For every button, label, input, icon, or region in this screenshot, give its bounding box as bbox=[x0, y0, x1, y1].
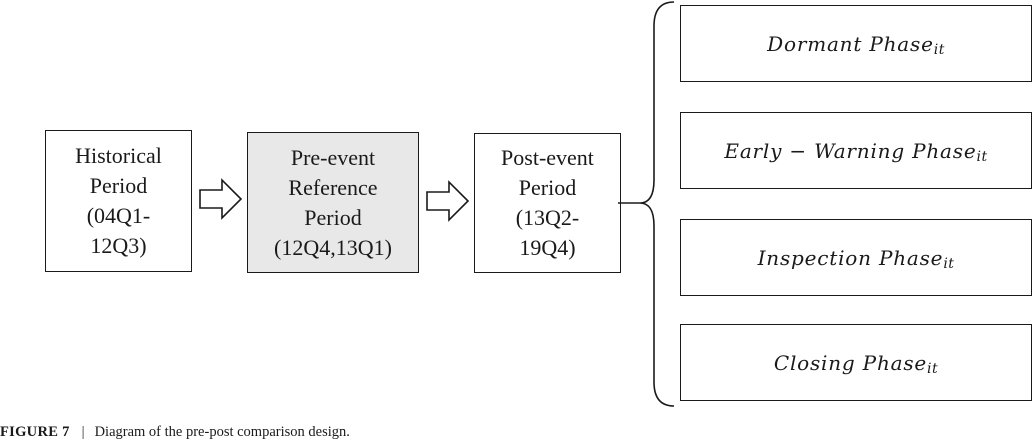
pre-event-reference-period-box: Pre-event Reference Period (12Q4,13Q1) bbox=[247, 132, 419, 273]
historical-period-line-4: 12Q3) bbox=[90, 233, 147, 258]
post-event-line-1: Post-event bbox=[501, 145, 594, 170]
pre-event-line-1: Pre-event bbox=[290, 144, 376, 170]
pre-event-line-4: (12Q4,13Q1) bbox=[274, 234, 392, 260]
phase-name: Inspection Phase bbox=[757, 245, 944, 270]
arrow-right-icon bbox=[426, 180, 470, 222]
post-event-line-2: Period bbox=[518, 175, 577, 200]
figure-caption: FIGURE 7 | Diagram of the pre-post compari… bbox=[0, 424, 350, 441]
phase-subscript: it bbox=[927, 360, 939, 377]
historical-period-line-3: (04Q1- bbox=[86, 203, 151, 228]
historical-period-box: Historical Period (04Q1- 12Q3) bbox=[45, 130, 192, 272]
phase-name: Early − Warning Phase bbox=[724, 138, 977, 163]
arrow-right-icon bbox=[199, 178, 243, 220]
caption-separator: | bbox=[81, 424, 85, 440]
phase-name: Closing Phase bbox=[773, 350, 928, 375]
phase-subscript: it bbox=[933, 41, 945, 58]
figure-label: FIGURE 7 bbox=[0, 424, 70, 440]
curly-brace-icon bbox=[618, 1, 675, 407]
phase-subscript: it bbox=[943, 255, 955, 272]
caption-text: Diagram of the pre-post comparison desig… bbox=[94, 424, 350, 440]
post-event-period-box: Post-event Period (13Q2- 19Q4) bbox=[474, 133, 621, 273]
phase-name: Dormant Phase bbox=[767, 31, 934, 56]
historical-period-line-2: Period bbox=[89, 173, 148, 198]
pre-event-line-3: Period bbox=[304, 204, 362, 230]
pre-event-line-2: Reference bbox=[288, 174, 378, 200]
historical-period-line-1: Historical bbox=[75, 143, 162, 168]
phase-subscript: it bbox=[976, 148, 988, 165]
post-event-line-4: 19Q4) bbox=[519, 235, 576, 260]
post-event-line-3: (13Q2- bbox=[515, 205, 580, 230]
